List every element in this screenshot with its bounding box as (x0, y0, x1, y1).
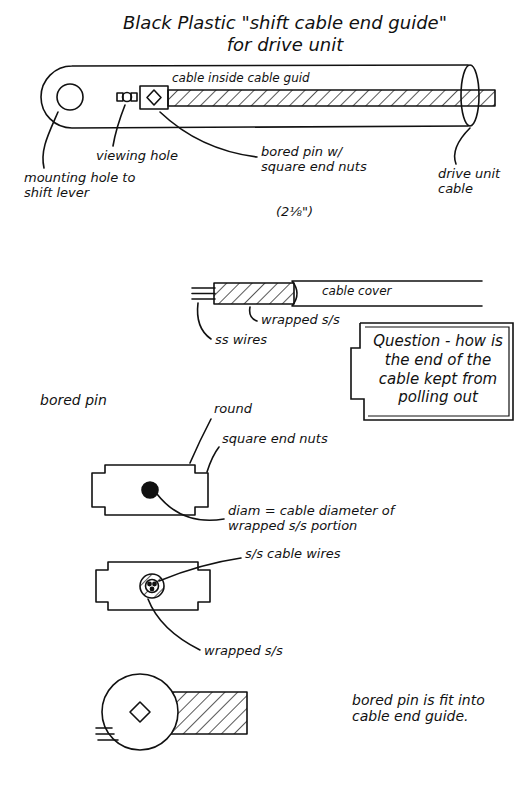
cable-cover (292, 281, 482, 306)
wrapped-ss (214, 283, 294, 304)
label: drive unit cable (438, 167, 510, 197)
label: square end nuts (222, 432, 328, 447)
bored-pin-front (92, 419, 224, 520)
pin-in-guide (96, 674, 247, 750)
label: cable inside cable guid (172, 72, 310, 86)
label: bored pin is fit into cable end guide. (352, 692, 512, 724)
label: s/s cable wires (245, 547, 341, 562)
label: bored pin w/ square end nuts (261, 145, 371, 175)
cable (168, 90, 495, 106)
label: wrapped s/s (204, 644, 283, 659)
leader-lines (43, 105, 470, 168)
label: (2⅛") (276, 205, 313, 220)
label: viewing hole (96, 149, 178, 164)
label: cable cover (322, 285, 391, 299)
note-border (351, 323, 513, 420)
label: diam = cable diameter of wrapped s/s por… (228, 504, 408, 534)
mounting-hole (57, 84, 83, 110)
bored-pin (140, 86, 168, 109)
label: round (214, 402, 252, 417)
bored-pin-with-cable (96, 558, 241, 650)
ss-wires (192, 288, 215, 299)
viewing-hole (117, 93, 137, 102)
label: bored pin (40, 392, 107, 408)
label: ss wires (215, 333, 267, 348)
label: mounting hole to shift lever (24, 171, 144, 201)
question-note: Question - how is the end of the cable k… (350, 322, 514, 421)
cable-guide (41, 65, 495, 128)
note-text: Question - how is the end of the cable k… (350, 322, 514, 417)
label: wrapped s/s (261, 313, 340, 328)
title: Black Plastic "shift cable end guide" fo… (120, 12, 450, 55)
